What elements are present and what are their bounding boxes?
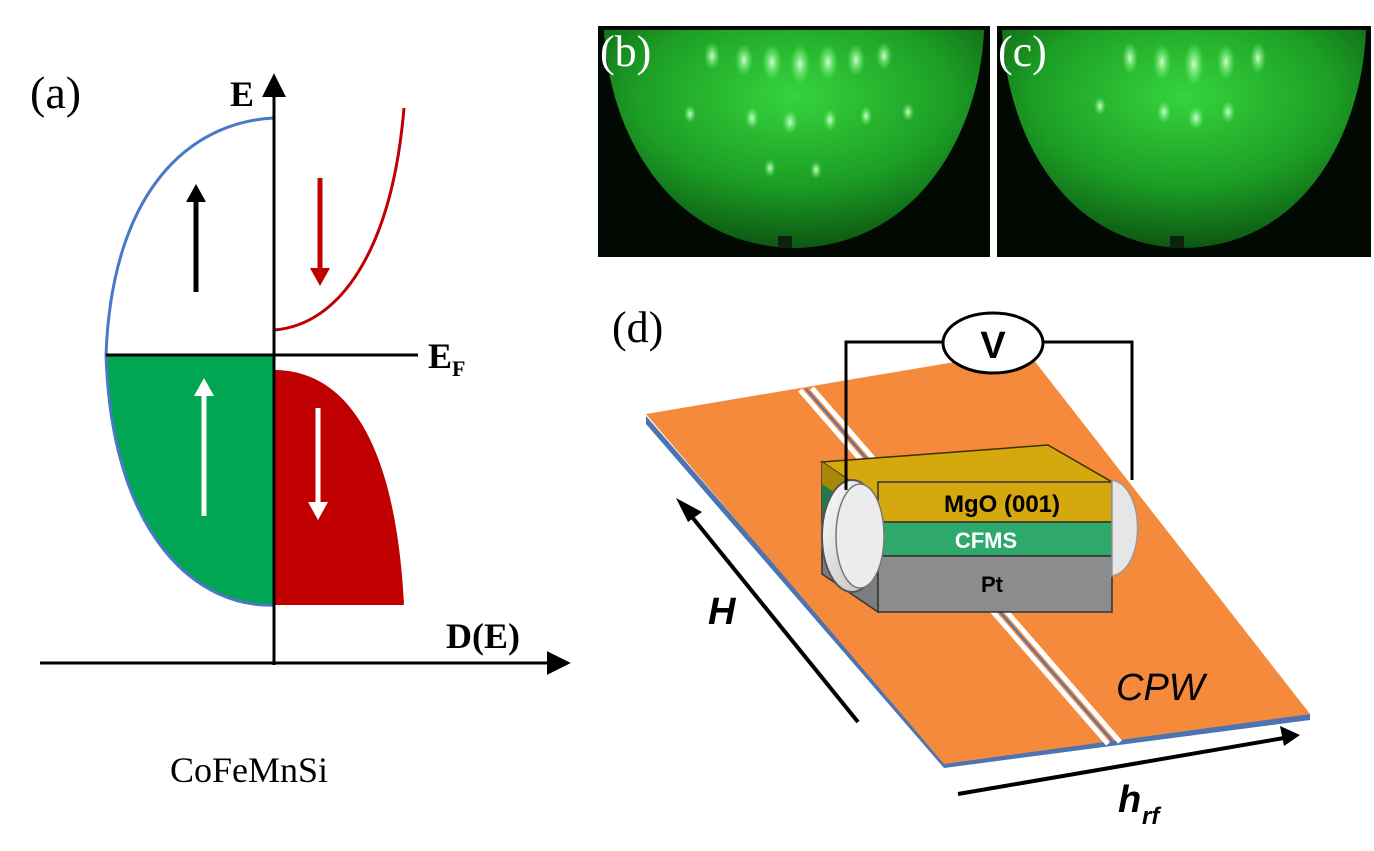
rheed-c-screen	[1002, 30, 1366, 248]
panel-b-label: (b)	[600, 27, 651, 76]
wire-right	[1042, 340, 1134, 480]
dos-axis-label: D(E)	[446, 616, 520, 656]
cpw-label: CPW	[1116, 667, 1208, 709]
rf-field-label: h	[1118, 779, 1141, 821]
rheed-b-screen	[604, 30, 984, 248]
spin-up-filled-band	[106, 355, 274, 606]
panel-c-label: (c)	[998, 27, 1047, 76]
layer-pt	[877, 555, 1113, 613]
spin-up-arrow-black-head	[186, 184, 206, 202]
rf-field-arrow-head	[1280, 726, 1300, 746]
material-label: CoFeMnSi	[170, 750, 328, 790]
voltmeter-circle	[941, 311, 1045, 375]
layer-mgo-label: MgO (001)	[944, 491, 1060, 518]
panel-a-label: (a)	[30, 67, 81, 118]
field-h-arrow	[686, 510, 860, 724]
layer-mgo	[877, 481, 1113, 523]
panel-c-rheed-image: (c)	[997, 26, 1371, 257]
energy-axis-label: E	[230, 74, 254, 114]
spin-down-filled-band	[274, 370, 404, 605]
layer-cfms-label: CFMS	[955, 528, 1017, 553]
panel-a-band-diagram: (a) E E F D(E) CoFeMnSi	[30, 67, 571, 790]
fermi-level-label: E	[428, 336, 452, 376]
rf-field-arrow	[957, 736, 1285, 796]
spin-down-arrow-white-head	[308, 502, 328, 520]
contact-left-disc-rim	[835, 483, 885, 589]
spin-up-arrow-white-head	[194, 378, 214, 396]
rf-field-subscript: rf	[1142, 803, 1161, 830]
rheed-c-shadow-tab	[1170, 236, 1184, 248]
layer-pt-label: Pt	[981, 572, 1004, 597]
rheed-b-shadow-tab	[778, 236, 792, 248]
wire-left	[844, 340, 944, 490]
spin-down-band-curve	[273, 107, 406, 332]
panel-d-device-schematic: (d) V MgO (001) CFMS Pt	[612, 303, 1310, 830]
contact-right-disc	[1111, 479, 1139, 577]
spin-down-arrow-red-head	[310, 268, 330, 286]
field-h-arrow-head	[676, 498, 702, 522]
field-h-label: H	[708, 591, 737, 633]
panel-b-rheed-image: (b)	[598, 26, 990, 257]
fermi-level-subscript: F	[452, 356, 465, 381]
rheed-c-spots	[1094, 42, 1266, 130]
voltmeter-label: V	[980, 325, 1006, 367]
panel-d-label: (d)	[612, 303, 663, 352]
rheed-b-spots	[684, 42, 914, 179]
